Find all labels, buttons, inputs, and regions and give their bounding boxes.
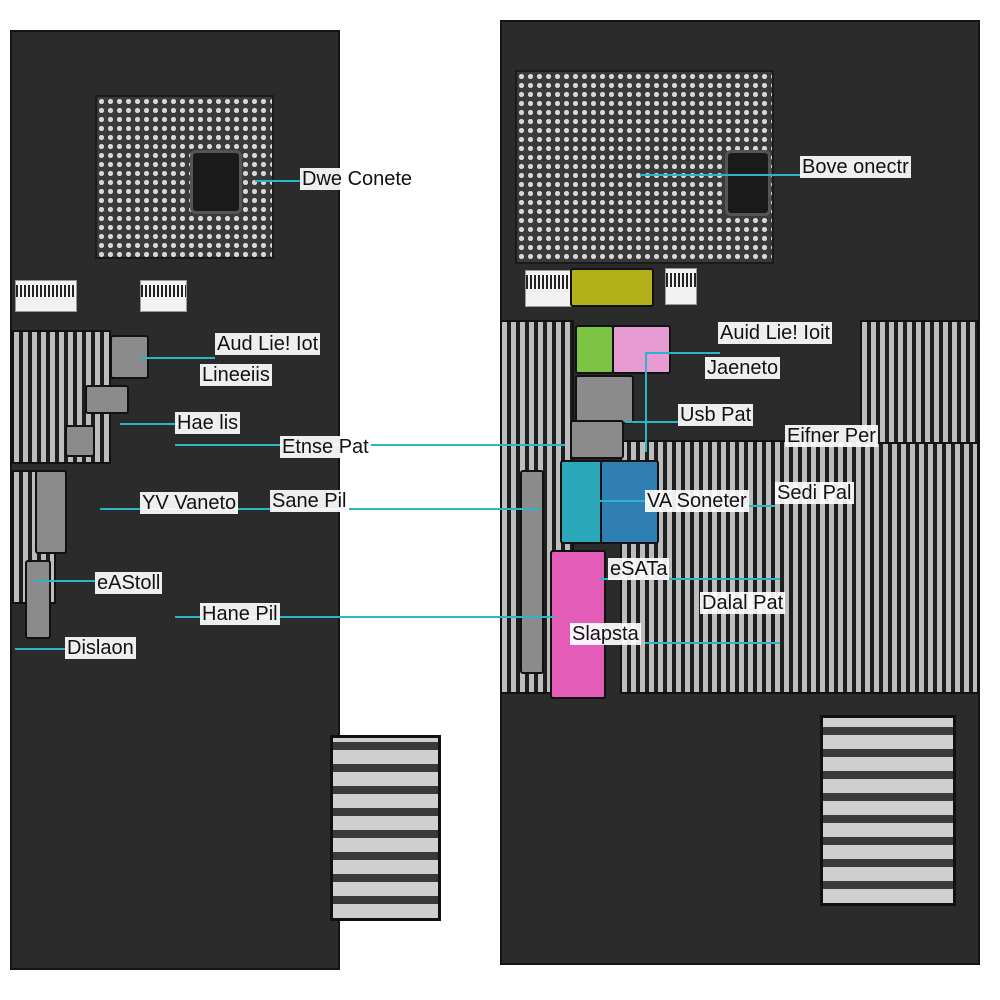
left-parallel-port bbox=[25, 560, 51, 639]
right-upper-grille bbox=[860, 320, 979, 444]
right-main-grille bbox=[620, 440, 979, 694]
leader-right-esata bbox=[600, 578, 780, 580]
callout-left-audio-line1: Aud Lie! Iot bbox=[215, 333, 321, 355]
right-foot-panel bbox=[820, 715, 956, 906]
right-expansion-bracket bbox=[520, 470, 544, 674]
callout-left-audio-line2: Lineeiis bbox=[200, 364, 272, 386]
leader-right-top bbox=[640, 174, 805, 176]
leader-left-audio bbox=[140, 357, 215, 359]
left-usb-port bbox=[85, 385, 129, 414]
leader-left-parallel bbox=[175, 616, 555, 618]
callout-right-display: Slapsta bbox=[570, 623, 641, 645]
right-mic-port bbox=[612, 325, 671, 374]
callout-right-usb: Usb Pat bbox=[678, 404, 754, 426]
left-barcode-sticker bbox=[15, 280, 77, 312]
right-sticker-small bbox=[665, 268, 697, 305]
callout-right-power-connector: Bove onectr bbox=[800, 156, 911, 178]
right-ethernet-port bbox=[570, 420, 624, 459]
leader-right-audio bbox=[645, 352, 720, 354]
callout-right-esata: eSATa bbox=[608, 558, 670, 580]
left-power-socket bbox=[190, 150, 242, 214]
right-usb-ports bbox=[575, 375, 634, 424]
callout-right-ethernet: Eifner Per bbox=[785, 425, 878, 447]
left-serial-port bbox=[35, 470, 67, 554]
callout-right-vga: VA Soneter bbox=[645, 490, 749, 512]
callout-left-display: Dislaon bbox=[65, 637, 136, 659]
leader-right-display bbox=[645, 642, 780, 644]
leader-right-usb bbox=[625, 421, 680, 423]
callout-left-serial: eAStoll bbox=[95, 572, 163, 594]
leader-left-display bbox=[15, 648, 65, 650]
left-foot-panel bbox=[330, 735, 441, 921]
leader-left-top bbox=[255, 180, 305, 182]
right-service-tag bbox=[570, 268, 654, 307]
callout-right-audio-line2: Jaeneto bbox=[705, 357, 781, 379]
callout-left-ethernet: Etnse Pat bbox=[280, 436, 371, 458]
callout-left-parallel: Hane Pil bbox=[200, 603, 280, 625]
callout-right-audio-line1: Auid Lie! Ioit bbox=[718, 322, 833, 344]
callout-right-serial: Sedi Pal bbox=[775, 482, 854, 504]
leader-left-serial bbox=[35, 580, 95, 582]
leader-right-serial bbox=[730, 505, 775, 507]
leader-left-ps2 bbox=[120, 423, 180, 425]
callout-left-vga-a: YV Vaneto bbox=[140, 492, 239, 514]
left-service-tag bbox=[140, 280, 187, 312]
right-power-socket bbox=[725, 150, 771, 216]
left-ethernet-port bbox=[65, 425, 95, 457]
callout-left-ps2: Hae lis bbox=[175, 412, 241, 434]
right-audio-line-in-port bbox=[575, 325, 614, 374]
right-barcode-sticker bbox=[525, 270, 572, 307]
left-psu-vent bbox=[95, 95, 274, 259]
leader-right-vga bbox=[600, 500, 650, 502]
leader-right-vertical bbox=[645, 352, 647, 452]
callout-left-power-connector: Dwe Conete bbox=[300, 168, 415, 190]
right-vga-port bbox=[560, 460, 604, 544]
callout-left-vga-b: Sane Pil bbox=[270, 490, 349, 512]
callout-right-parallel: Dalal Pat bbox=[700, 592, 786, 614]
